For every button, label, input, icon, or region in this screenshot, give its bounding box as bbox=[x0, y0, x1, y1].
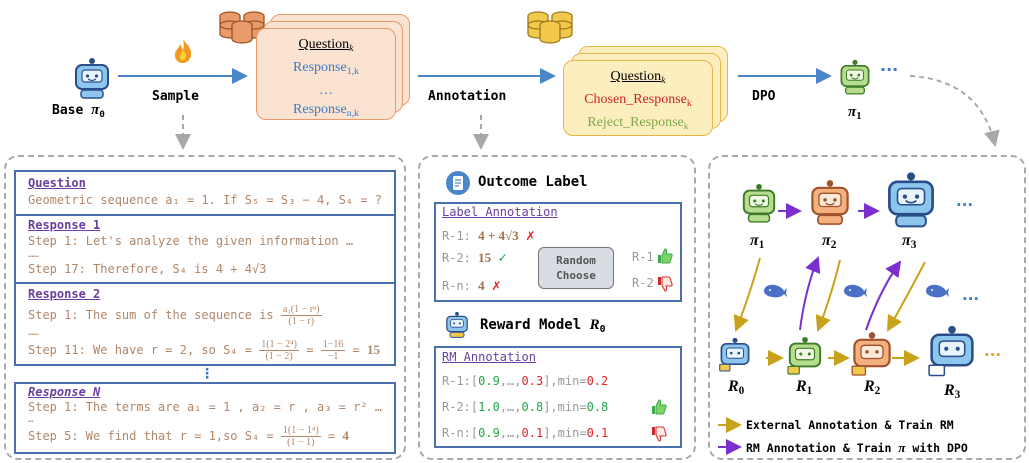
robot-icon bbox=[840, 59, 870, 95]
right-panel bbox=[708, 155, 1026, 460]
thumbs-down-icon bbox=[652, 426, 667, 442]
response-2-section: Response 2 Step 1: The sum of the sequen… bbox=[28, 286, 390, 362]
response-n-box bbox=[14, 382, 396, 454]
pi1-label: π1 bbox=[848, 104, 862, 122]
question-title: Question bbox=[28, 176, 86, 190]
question-text: Geometric sequence a₁ = 1. If S₅ = S₃ − … bbox=[28, 193, 383, 207]
question-section: Question Geometric sequence a₁ = 1. If S… bbox=[28, 175, 382, 209]
dpo-label: DPO bbox=[752, 89, 776, 104]
step-line: Step 5: We find that r = 1,so S₄ = 1(1 −… bbox=[28, 425, 349, 448]
reward-model-title: Reward Model R0 bbox=[480, 317, 606, 335]
step-line: Step 11: We have r = 2, so S₄ = 1(1 − 2⁴… bbox=[28, 339, 381, 362]
legend-item-rm: RM Annotation & Train π with DPO bbox=[746, 440, 968, 455]
whale-icon bbox=[764, 284, 787, 298]
sample-label: Sample bbox=[152, 89, 199, 104]
robot-icon bbox=[888, 172, 934, 228]
step-line: …… bbox=[28, 328, 39, 338]
robot-icon bbox=[719, 337, 750, 372]
annotation-label: Annotation bbox=[428, 89, 507, 104]
rm-row: R-2:[1.0,…,0.8],min=0.8 bbox=[442, 400, 609, 414]
step-line: Step 1: The sum of the sequence is a₁(1 … bbox=[28, 304, 322, 327]
robot-icon bbox=[787, 336, 822, 375]
rm-annotation-title: RM Annotation bbox=[442, 350, 536, 364]
thumbs-down-icon bbox=[658, 276, 673, 292]
card-question: Questionk bbox=[298, 37, 354, 54]
card-reject: Reject_Responsek bbox=[587, 115, 689, 132]
r-label: R1 bbox=[796, 378, 813, 397]
output-r2: R-2 bbox=[632, 276, 654, 290]
r-label: R3 bbox=[944, 382, 961, 401]
question-box bbox=[14, 170, 396, 216]
robot-icon bbox=[446, 311, 468, 338]
step-line: …… bbox=[28, 250, 39, 260]
response-title: Response 2 bbox=[28, 287, 101, 301]
response-title: Response 1 bbox=[28, 218, 101, 232]
preference-card: Questionk Chosen_Responsek Reject_Respon… bbox=[563, 60, 713, 136]
vertical-ellipsis: ⋮ bbox=[200, 366, 214, 382]
response-n-section: Response N Step 1: The terms are a₁ = 1 … bbox=[28, 385, 390, 448]
base-policy-label: Base π0 bbox=[52, 102, 105, 120]
outcome-label-title: Outcome Label bbox=[478, 174, 588, 190]
ellipsis: ··· bbox=[962, 290, 980, 308]
legend-item-external: External Annotation & Train RM bbox=[746, 418, 954, 432]
dashed-arrow-dpo bbox=[909, 75, 1000, 147]
database-icon bbox=[527, 11, 573, 44]
response-2-box bbox=[14, 282, 396, 366]
card-response-1: Response1,k bbox=[293, 60, 359, 77]
ellipsis: ··· bbox=[984, 346, 1002, 364]
whale-icon bbox=[926, 284, 949, 298]
step-line: Step 17: Therefore, S₄ is 4 + 4√3 bbox=[28, 262, 267, 276]
card-question: Questionk bbox=[610, 69, 666, 86]
card-dots: … bbox=[319, 83, 333, 98]
r-label: R0 bbox=[728, 378, 745, 397]
label-annotation-title: Label Annotation bbox=[442, 205, 558, 219]
cross-icon: ✗ bbox=[491, 276, 501, 294]
step-line: … bbox=[28, 415, 34, 425]
response-1-section: Response 1 Step 1: Let's analyze the giv… bbox=[28, 217, 353, 277]
response-title: Response N bbox=[28, 385, 101, 399]
robot-icon bbox=[851, 332, 891, 376]
label-row: R-1: 4 + 4√3 ✗ bbox=[442, 226, 535, 244]
rm-row: R-1:[0.9,…,0.3],min=0.2 bbox=[442, 374, 609, 388]
left-panel bbox=[4, 155, 406, 460]
pi-label: π3 bbox=[902, 232, 917, 251]
cross-icon: ✗ bbox=[525, 226, 535, 244]
label-row: R-n: 4 ✗ bbox=[442, 276, 501, 294]
ellipsis: ··· bbox=[880, 60, 899, 79]
check-icon: ✓ bbox=[498, 250, 507, 266]
step-line: Step 1: The terms are a₁ = 1 , a₂ = r , … bbox=[28, 400, 383, 414]
r-label: R2 bbox=[864, 378, 881, 397]
ellipsis: ··· bbox=[956, 196, 974, 214]
robot-icon bbox=[811, 180, 849, 225]
thumbs-up-icon bbox=[652, 399, 667, 415]
rm-annotation-box bbox=[434, 346, 682, 448]
random-choose-box: Random Choose bbox=[538, 247, 614, 289]
pi-label: π1 bbox=[750, 232, 765, 251]
step-line: Step 1: Let's analyze the given informat… bbox=[28, 234, 354, 248]
thumbs-up-icon bbox=[658, 248, 673, 264]
whale-icon bbox=[844, 284, 867, 298]
card-chosen: Chosen_Responsek bbox=[584, 92, 692, 109]
flame-icon bbox=[175, 39, 192, 63]
label-row: R-2: 15 ✓ bbox=[442, 250, 507, 266]
middle-panel bbox=[418, 155, 696, 460]
rm-row: R-n:[0.9,…,0.1],min=0.1 bbox=[442, 426, 609, 440]
pi-label: π2 bbox=[822, 232, 837, 251]
robot-icon bbox=[928, 325, 974, 377]
document-icon bbox=[446, 171, 470, 195]
robot-icon bbox=[75, 58, 109, 99]
robot-icon bbox=[742, 183, 776, 223]
card-response-n: Responsen,k bbox=[293, 102, 359, 119]
sample-card: Questionk Response1,k … Responsen,k bbox=[256, 28, 396, 120]
output-r1: R-1 bbox=[632, 250, 654, 264]
